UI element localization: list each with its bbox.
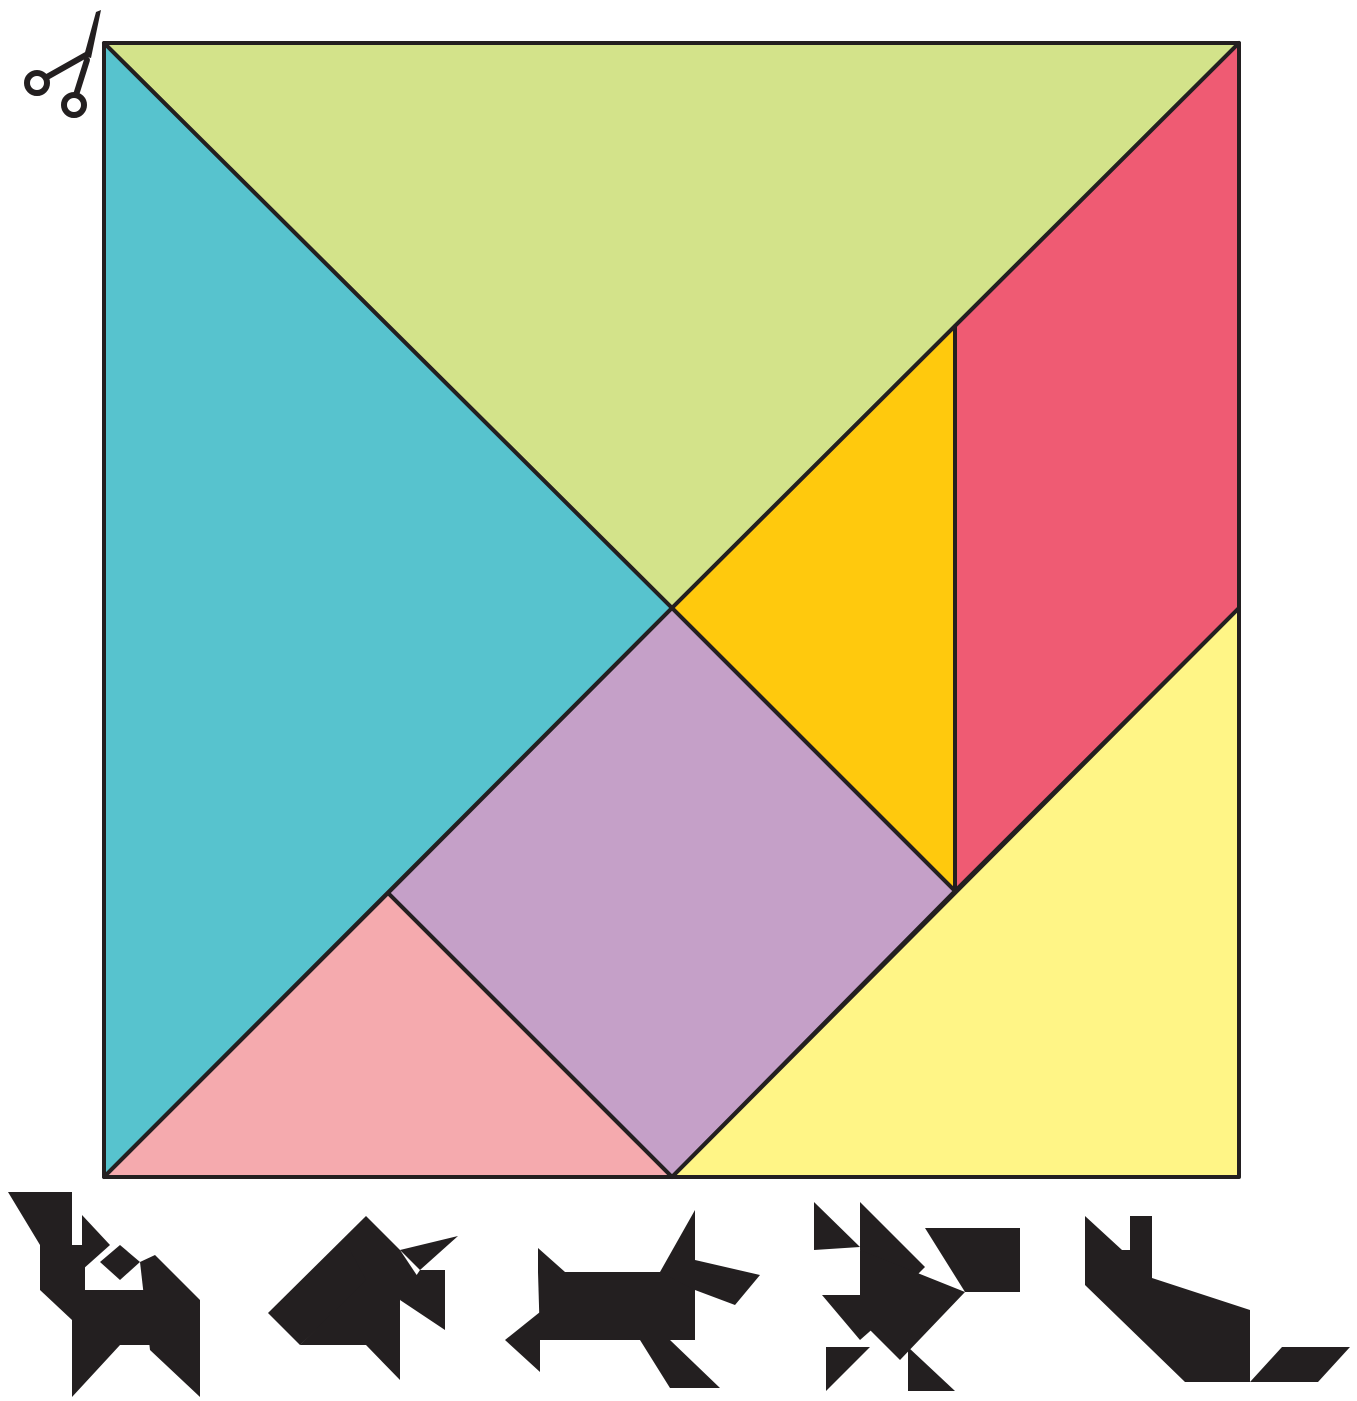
tangram-square [104,43,1239,1177]
cat-silhouette [8,1192,200,1397]
silhouettes [8,1192,1350,1397]
dog-silhouette [505,1210,760,1388]
fish-silhouette [268,1216,458,1380]
scissors-icon [27,10,101,115]
bird-silhouette [814,1202,1020,1391]
rabbit-silhouette [1085,1216,1350,1382]
